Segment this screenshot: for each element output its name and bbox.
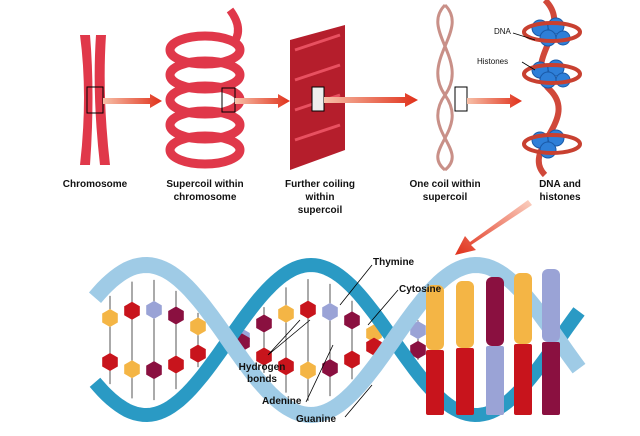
base-pair-cylinder	[426, 285, 444, 350]
label-line: Chromosome	[62, 179, 128, 190]
base-adenine	[190, 344, 206, 363]
base-pair-cylinder	[542, 269, 560, 342]
base-thymine	[278, 304, 294, 323]
label-dna: DNA	[494, 27, 511, 36]
label-guanine: Guanine	[296, 414, 337, 425]
base-guanine	[322, 359, 338, 378]
label-line: One coil within	[409, 179, 481, 190]
label-one-coil: One coil within supercoil	[395, 178, 495, 204]
base-thymine	[124, 360, 140, 379]
base-guanine	[146, 361, 162, 380]
label-line: supercoil	[297, 205, 343, 216]
label-line: Supercoil within	[166, 179, 244, 190]
base-thymine	[190, 317, 206, 336]
base-guanine	[344, 311, 360, 330]
base-guanine	[168, 306, 184, 325]
base-guanine	[410, 340, 426, 359]
one-coil-illustration	[436, 3, 468, 172]
base-thymine	[102, 309, 118, 327]
base-adenine	[300, 300, 316, 319]
stage-arrows	[103, 93, 532, 255]
label-thymine: Thymine	[373, 257, 415, 268]
base-cytosine	[410, 321, 426, 340]
label-chromosome: Chromosome	[45, 178, 145, 191]
base-guanine	[256, 314, 272, 333]
base-adenine	[168, 355, 184, 374]
base-adenine	[256, 347, 272, 366]
base-pair-cylinder	[486, 346, 504, 415]
supercoil-illustration	[165, 7, 245, 169]
base-adenine	[344, 350, 360, 369]
label-further-coiling: Further coiling within supercoil	[270, 178, 370, 217]
base-cytosine	[322, 302, 338, 321]
label-line: supercoil	[422, 192, 468, 203]
base-adenine	[102, 353, 118, 371]
base-pair-cylinder	[456, 281, 474, 348]
label-line: bonds	[247, 374, 277, 385]
base-pair-cylinder	[486, 277, 504, 346]
base-pair-cylinder	[514, 344, 532, 415]
base-adenine	[278, 357, 294, 376]
label-line: chromosome	[173, 192, 237, 203]
base-pair-cylinder	[542, 342, 560, 415]
dna-histones-illustration	[512, 0, 582, 178]
base-thymine	[300, 361, 316, 380]
label-dna-histones: DNA and histones	[520, 178, 600, 204]
base-pair-cylinder	[514, 273, 532, 344]
label-supercoil: Supercoil within chromosome	[155, 178, 255, 204]
label-line: within	[305, 192, 335, 203]
label-cytosine: Cytosine	[399, 284, 442, 295]
label-line: DNA and	[539, 179, 581, 190]
chromosome-illustration	[80, 35, 110, 165]
backbone-strand-1	[88, 256, 586, 424]
label-line: Further coiling	[285, 179, 355, 190]
base-label-leaders	[267, 264, 399, 418]
label-adenine: Adenine	[262, 396, 302, 407]
label-line: histones	[539, 192, 581, 203]
label-line: Hydrogen	[238, 362, 286, 373]
double-helix	[88, 256, 586, 424]
label-histones: Histones	[477, 57, 509, 66]
base-adenine	[124, 301, 140, 320]
base-pair-cylinder	[456, 348, 474, 415]
further-coiling-illustration	[290, 25, 345, 170]
base-cytosine	[146, 300, 162, 319]
base-pair-cylinder	[426, 350, 444, 415]
